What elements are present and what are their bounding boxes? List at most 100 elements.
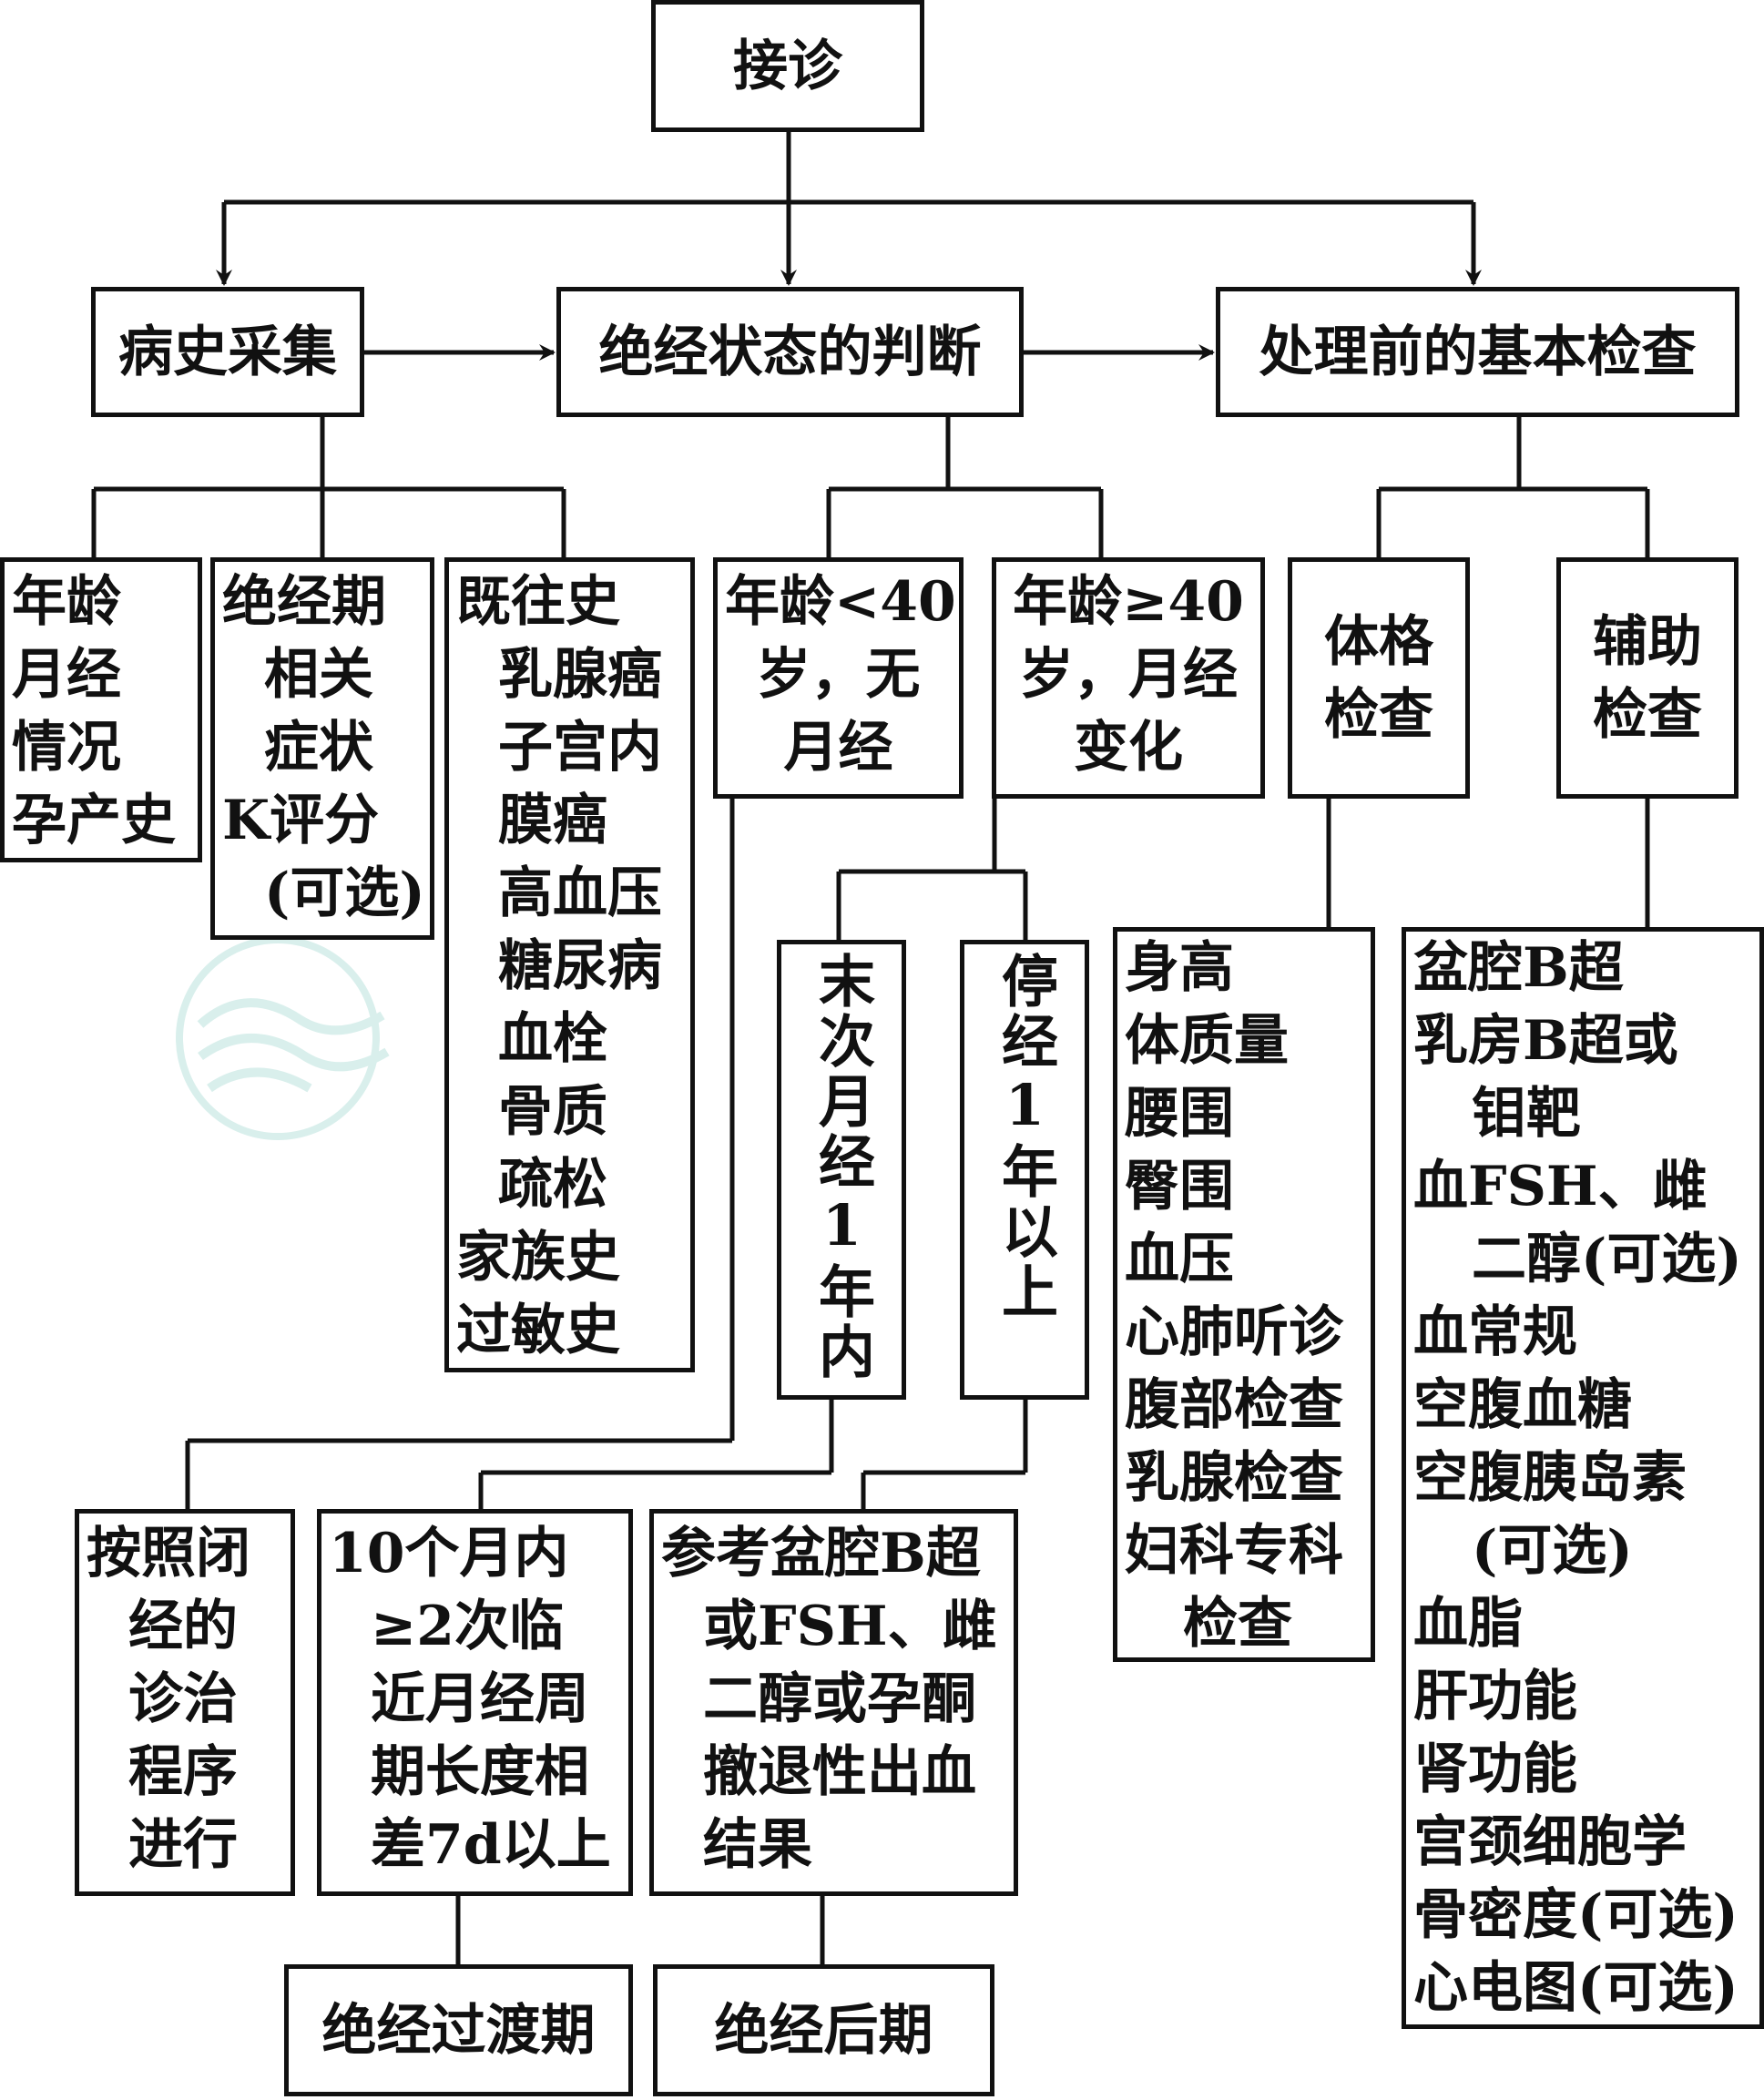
- node-basic-info: 年龄 月经 情况 孕产史: [0, 557, 202, 862]
- line: (可选): [264, 861, 425, 925]
- line: 年龄: [12, 570, 121, 634]
- line: 膜癌: [498, 789, 607, 852]
- line: 肾功能: [1413, 1738, 1577, 1801]
- node-stopped-period: 停经1年以上: [960, 940, 1089, 1400]
- line: 10个月内: [329, 1522, 569, 1585]
- line: ≥2次临: [371, 1595, 565, 1658]
- line: 血栓: [498, 1007, 607, 1071]
- line: 血压: [1125, 1228, 1234, 1291]
- node-last-period-label: 末次月经1年内: [809, 952, 875, 1382]
- line: 近月经周: [371, 1667, 589, 1731]
- line: 家族史: [456, 1226, 620, 1290]
- node-reception: 接诊: [651, 0, 924, 132]
- line: 差7d以上: [371, 1813, 611, 1877]
- line: 经的: [128, 1595, 238, 1658]
- node-past-history: 既往史 乳腺癌 子宫内 膜癌 高血压 糖尿病 血栓 骨质 疏松 家族史 过敏史: [444, 557, 695, 1372]
- node-stopped-period-label: 停经1年以上: [992, 952, 1058, 1322]
- line: 孕产史: [12, 789, 176, 852]
- line: 检查: [1183, 1592, 1292, 1656]
- node-reception-label: 接诊: [733, 34, 842, 98]
- line: 钼靶: [1472, 1082, 1581, 1146]
- line: 绝经期: [222, 570, 386, 634]
- line: 进行: [128, 1813, 238, 1877]
- line: 骨密度(可选): [1413, 1883, 1739, 1947]
- line: 血脂: [1413, 1592, 1523, 1656]
- line: 撤退性出血: [703, 1740, 976, 1804]
- line: 臀围: [1125, 1155, 1234, 1218]
- line: 乳腺癌: [498, 643, 662, 707]
- line: 诊治: [128, 1667, 238, 1731]
- line: 疏松: [498, 1153, 607, 1217]
- node-history-label: 病史采集: [118, 320, 337, 384]
- node-aux-exam: 辅助 检查: [1556, 557, 1739, 799]
- line: 或FSH、雌: [703, 1595, 997, 1658]
- line: 结果: [703, 1813, 812, 1877]
- line: 变化: [1074, 716, 1183, 780]
- line: 年龄≥40: [1013, 570, 1244, 634]
- node-postmenopause-label: 绝经后期: [714, 1998, 933, 2063]
- line: 二醇或孕酮: [703, 1667, 976, 1731]
- line: 糖尿病: [498, 934, 662, 998]
- line: 症状: [264, 716, 373, 780]
- line: 血FSH、雌: [1413, 1155, 1708, 1218]
- line: 月经: [783, 716, 893, 780]
- line: 空腹胰岛素: [1413, 1446, 1687, 1510]
- line: 心肺听诊: [1125, 1300, 1343, 1364]
- line: 身高: [1125, 936, 1234, 1000]
- line: 既往史: [456, 570, 620, 634]
- node-age-over-40: 年龄≥40 岁，月经 变化: [992, 557, 1265, 799]
- line: 年龄<40: [725, 570, 956, 634]
- node-amenorrhea-procedure: 按照闭 经的 诊治 程序 进行: [75, 1509, 295, 1896]
- line: 血常规: [1413, 1300, 1577, 1364]
- line: 乳腺检查: [1125, 1446, 1343, 1510]
- node-physical-items: 身高 体质量 腰围 臀围 血压 心肺听诊 腹部检查 乳腺检查 妇科专科 检查: [1113, 927, 1375, 1662]
- node-pre-exam-label: 处理前的基本检查: [1259, 320, 1697, 384]
- node-reference-tests: 参考盆腔B超 或FSH、雌 二醇或孕酮 撤退性出血 结果: [649, 1509, 1018, 1896]
- node-pre-exam: 处理前的基本检查: [1216, 287, 1739, 417]
- line: 心电图(可选): [1413, 1956, 1739, 2020]
- node-physical-exam: 体格 检查: [1288, 557, 1470, 799]
- line: 肝功能: [1413, 1665, 1577, 1728]
- line: 岁，月经: [1019, 643, 1238, 707]
- line: 辅助: [1593, 609, 1702, 674]
- node-cycle-change: 10个月内 ≥2次临 近月经周 期长度相 差7d以上: [317, 1509, 633, 1896]
- line: 程序: [128, 1740, 238, 1804]
- line: 盆腔B超: [1413, 936, 1624, 1000]
- line: 月经: [12, 643, 121, 707]
- line: 按照闭: [87, 1522, 250, 1585]
- line: (可选): [1472, 1519, 1633, 1583]
- node-postmenopause: 绝经后期: [653, 1964, 994, 2096]
- line: 骨质: [498, 1080, 607, 1144]
- node-menopause-status: 绝经状态的判断: [556, 287, 1024, 417]
- line: 二醇(可选): [1472, 1228, 1742, 1291]
- line: 腹部检查: [1125, 1373, 1343, 1437]
- node-history: 病史采集: [91, 287, 364, 417]
- line: 乳房B超或: [1413, 1009, 1678, 1073]
- line: 相关: [264, 643, 373, 707]
- node-aux-items: 盆腔B超 乳房B超或 钼靶 血FSH、雌 二醇(可选) 血常规 空腹血糖 空腹胰…: [1402, 927, 1764, 2029]
- line: 检查: [1593, 682, 1702, 747]
- line: 体质量: [1125, 1009, 1289, 1073]
- node-age-under-40: 年龄<40 岁，无 月经: [713, 557, 964, 799]
- node-symptoms: 绝经期 相关 症状 K评分 (可选): [210, 557, 434, 940]
- line: 岁，无: [756, 643, 921, 707]
- node-transition-label: 绝经过渡期: [321, 1998, 596, 2063]
- line: 体格: [1324, 609, 1433, 674]
- line: 腰围: [1125, 1082, 1234, 1146]
- node-last-period: 末次月经1年内: [777, 940, 906, 1400]
- line: 情况: [12, 716, 121, 780]
- line: 参考盆腔B超: [661, 1522, 981, 1585]
- node-transition: 绝经过渡期: [284, 1964, 633, 2096]
- line: K评分: [222, 789, 380, 852]
- line: 检查: [1324, 682, 1433, 747]
- line: 过敏史: [456, 1299, 620, 1362]
- node-menopause-status-label: 绝经状态的判断: [598, 320, 982, 384]
- line: 妇科专科: [1125, 1519, 1343, 1583]
- line: 宫颈细胞学: [1413, 1810, 1687, 1874]
- line: 期长度相: [371, 1740, 589, 1804]
- line: 空腹血糖: [1413, 1373, 1632, 1437]
- line: 高血压: [498, 861, 662, 925]
- line: 子宫内: [498, 716, 662, 780]
